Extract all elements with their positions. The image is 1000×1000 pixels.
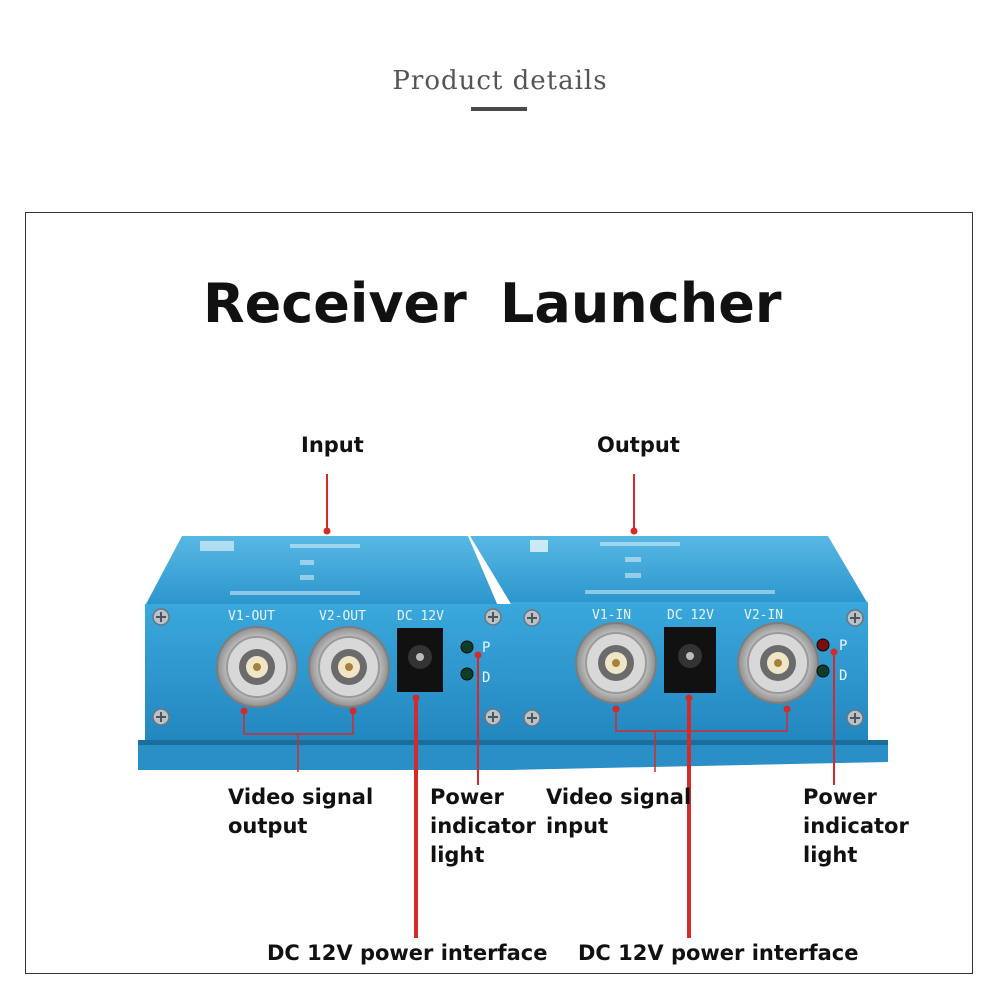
launcher-power-indicator-label: Power indicator light	[803, 783, 909, 870]
callout-lines	[243, 474, 835, 938]
receiver-dc-jack	[397, 628, 443, 692]
receiver-led-d	[460, 667, 474, 681]
launcher-port2-label: V2-IN	[744, 608, 783, 623]
receiver-port1-label: V1-OUT	[228, 609, 275, 624]
receiver-power-line-1: Power	[430, 785, 504, 809]
launcher-power-line-2: indicator	[803, 814, 909, 838]
receiver-power-indicator-label: Power indicator light	[430, 783, 536, 870]
launcher-video-signal-label: Video signal input	[546, 783, 691, 841]
receiver-bnc-v1-out	[216, 626, 298, 708]
receiver-device	[138, 536, 515, 770]
launcher-power-line-1: Power	[803, 785, 877, 809]
receiver-led-d-label: D	[482, 670, 490, 686]
launcher-title: Launcher	[500, 272, 782, 335]
launcher-dc-text: DC 12V	[667, 608, 714, 623]
product-frame	[25, 212, 973, 974]
launcher-bnc-v1-in	[575, 622, 657, 704]
launcher-bnc-v2-in	[737, 622, 819, 704]
launcher-output-label: Output	[597, 433, 680, 457]
launcher-led-d-label: D	[839, 668, 847, 684]
launcher-video-line-2: input	[546, 814, 609, 838]
receiver-input-label: Input	[301, 433, 364, 457]
receiver-port2-label: V2-OUT	[319, 609, 366, 624]
page-header-title: Product details	[392, 66, 608, 96]
launcher-power-line-3: light	[803, 843, 858, 867]
launcher-device	[470, 536, 888, 770]
launcher-led-p-label: P	[839, 638, 847, 654]
receiver-video-line-1: Video signal	[228, 785, 374, 809]
receiver-led-p-label: P	[482, 640, 490, 656]
receiver-power-line-3: light	[430, 843, 485, 867]
receiver-top-lid	[145, 536, 498, 606]
receiver-video-line-2: output	[228, 814, 308, 838]
launcher-video-line-1: Video signal	[546, 785, 692, 809]
launcher-led-p	[816, 638, 830, 652]
launcher-dc-jack	[664, 627, 716, 693]
launcher-port1-label: V1-IN	[592, 608, 631, 623]
receiver-dc-power-interface-label: DC 12V power interface	[267, 941, 548, 965]
launcher-dc-power-interface-label: DC 12V power interface	[578, 941, 859, 965]
receiver-power-line-2: indicator	[430, 814, 536, 838]
receiver-bnc-v2-out	[308, 626, 390, 708]
launcher-top-lid	[470, 536, 868, 604]
receiver-video-signal-label: Video signal output	[228, 783, 373, 841]
receiver-dc-text: DC 12V	[397, 609, 444, 624]
launcher-led-d	[816, 664, 830, 678]
receiver-title: Receiver	[203, 272, 467, 335]
callout-dots	[240, 527, 838, 715]
header-underline	[471, 107, 527, 111]
receiver-led-p	[460, 640, 474, 654]
